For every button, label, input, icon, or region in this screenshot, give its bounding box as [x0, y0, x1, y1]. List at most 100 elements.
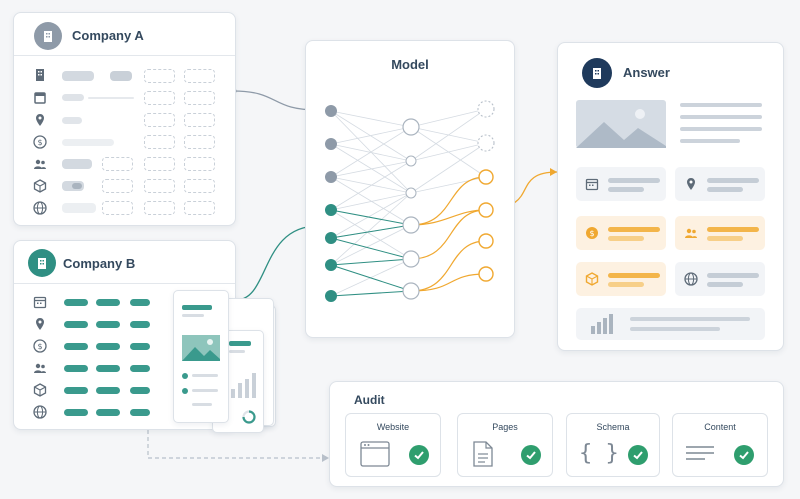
- placeholder-bar: [229, 341, 251, 346]
- placeholder-bar: [707, 236, 743, 241]
- people-icon: [34, 363, 46, 373]
- people-icon: [34, 159, 46, 169]
- empty-field: [184, 157, 215, 171]
- data-pill: [96, 365, 120, 372]
- empty-field: [144, 69, 175, 83]
- placeholder-bar: [62, 159, 92, 169]
- audit-item-label: Content: [704, 422, 736, 432]
- package-icon: [585, 272, 599, 286]
- placeholder-line: [680, 139, 740, 143]
- model-card: Model: [305, 40, 515, 338]
- data-pill: [64, 343, 88, 350]
- page-sheet-front: [173, 290, 229, 423]
- dollar-icon: $: [33, 339, 47, 353]
- code-braces-icon: { }: [579, 441, 619, 466]
- audit-arrowhead: [322, 454, 329, 462]
- check-icon: [409, 445, 429, 465]
- building-icon: [34, 22, 62, 50]
- neural-network-graph: [325, 100, 495, 302]
- svg-text:$: $: [589, 229, 594, 238]
- data-pill: [64, 387, 88, 394]
- company-a-divider: [14, 55, 235, 56]
- browser-window-icon: [360, 441, 390, 467]
- placeholder-bar: [707, 227, 759, 232]
- building-icon: [582, 58, 612, 88]
- output-nodes: [477, 100, 495, 282]
- hidden-nodes: [402, 118, 420, 300]
- svg-text:$: $: [37, 342, 42, 351]
- bar-chart-icon: [591, 314, 613, 334]
- placeholder-line: [192, 374, 218, 377]
- audit-item-label: Website: [376, 422, 410, 432]
- building-icon: [36, 69, 44, 81]
- globe-icon: [684, 272, 698, 286]
- placeholder-bar: [707, 282, 743, 287]
- empty-field: [184, 179, 215, 193]
- empty-field: [184, 113, 215, 127]
- audit-item-label: Pages: [492, 422, 518, 432]
- audit-item-schema: Schema { }: [566, 413, 660, 477]
- data-pill: [96, 387, 120, 394]
- placeholder-line: [192, 389, 218, 392]
- answer-tile-pricing: $: [576, 216, 666, 250]
- location-pin-icon: [687, 178, 695, 190]
- data-pill: [130, 321, 150, 328]
- empty-field: [184, 201, 215, 215]
- data-pill: [64, 299, 88, 306]
- company-b-connector: [235, 225, 319, 301]
- check-icon: [628, 445, 648, 465]
- audit-item-label: Schema: [596, 422, 630, 432]
- bar-chart-icon: [231, 373, 256, 398]
- data-pill: [64, 321, 88, 328]
- document-icon: [473, 441, 493, 467]
- globe-icon: [33, 405, 47, 419]
- empty-field: [144, 157, 175, 171]
- calendar-icon: [585, 178, 599, 191]
- package-icon: [33, 383, 47, 397]
- company-a-connector: [232, 90, 319, 111]
- audit-title: Audit: [354, 393, 385, 407]
- placeholder-line: [630, 327, 720, 331]
- progress-ring-icon: [242, 410, 256, 424]
- globe-icon: [33, 201, 47, 215]
- placeholder-line: [182, 314, 204, 317]
- answer-tile-stats: [576, 308, 765, 340]
- empty-field: [144, 201, 175, 215]
- placeholder-bar: [182, 305, 212, 310]
- empty-field: [184, 69, 215, 83]
- empty-field: [102, 179, 133, 193]
- model-title: Model: [391, 57, 429, 72]
- network-edges: [330, 108, 487, 297]
- answer-tile-package: [576, 262, 666, 296]
- check-icon: [521, 445, 541, 465]
- image-placeholder-icon: [576, 100, 666, 148]
- answer-card: Answer $: [557, 42, 784, 351]
- placeholder-bar: [608, 178, 660, 183]
- answer-title: Answer: [623, 65, 670, 80]
- placeholder-line: [680, 103, 762, 107]
- dollar-icon: $: [33, 135, 47, 149]
- input-nodes: [325, 105, 337, 302]
- dollar-icon: $: [586, 227, 598, 239]
- people-icon: [685, 228, 697, 238]
- company-b-title: Company B: [63, 256, 136, 271]
- audit-connector: [147, 430, 325, 459]
- placeholder-line: [680, 115, 762, 119]
- svg-text:$: $: [37, 138, 42, 147]
- image-icon: [182, 335, 220, 361]
- calendar-icon: [33, 296, 47, 309]
- placeholder-bar: [62, 117, 82, 124]
- text-lines-icon: [686, 446, 714, 460]
- placeholder-bar: [608, 282, 644, 287]
- teal-edges: [330, 209, 412, 297]
- check-icon: [734, 445, 754, 465]
- data-pill: [96, 299, 120, 306]
- placeholder-bar: [608, 187, 644, 192]
- placeholder-bar: [62, 94, 84, 101]
- answer-tile-calendar: [576, 167, 666, 201]
- empty-field: [184, 135, 215, 149]
- placeholder-bar: [707, 178, 759, 183]
- company-b-divider: [14, 283, 235, 284]
- audit-item-pages: Pages: [457, 413, 553, 477]
- empty-field: [184, 91, 215, 105]
